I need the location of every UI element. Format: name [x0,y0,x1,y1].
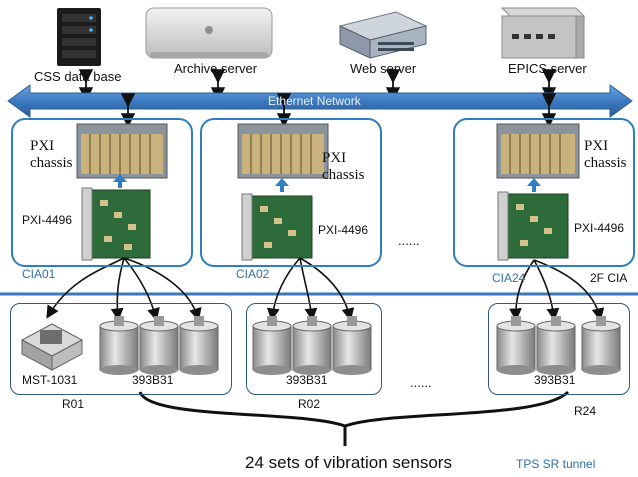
tunnel-label: TPS SR tunnel [516,457,596,471]
css-database-label: CSS data base [34,69,122,84]
cia-box-cia24 [453,118,635,267]
epics-server-icon [500,7,586,59]
cia-box-cia02 [200,118,382,267]
accelerometer-sensors [99,316,621,375]
pxi-card-label-cia24: PXI-4496 [574,221,625,235]
network-cia-links [120,93,557,128]
pxi-card-label-cia02: PXI-4496 [318,223,369,237]
room-box-r24 [488,303,630,395]
room-label-r02: R02 [298,397,321,411]
archive-server-icon [145,7,273,59]
css-database-icon [57,8,101,66]
pxi-chassis-label-cia01: PXI chassis [30,138,73,171]
cia-label-cia24: CIA24 [492,271,526,285]
ethernet-network-bar [7,84,633,118]
cia-label-cia02: CIA02 [236,267,270,281]
pxi-card-label-cia01: PXI-4496 [22,213,73,227]
ethernet-network-label: Ethernet Network [268,94,361,108]
pxi-hardware-cia01 [76,123,168,261]
cia-label-cia01: CIA01 [22,267,56,281]
sensor-group-brace [138,390,570,447]
epics-server-label: EPICS server [508,61,587,76]
pxi-chassis-label-cia02: PXI chassis [322,150,365,183]
sensor-label-r02: 393B31 [286,373,328,387]
room-label-r24: R24 [574,404,597,418]
mst-1031-sensor [20,323,84,371]
web-server-label: Web server [350,61,417,76]
archive-server-label: Archive server [174,61,258,76]
ellipsis-cia: ...... [398,233,420,248]
room-box-r02 [246,303,382,395]
sensor-label-r01: 393B31 [132,373,174,387]
pxi-hardware-cia02 [237,123,329,261]
floor-label: 2F CIA [590,271,628,285]
caption: 24 sets of vibration sensors [245,453,452,472]
room-box-r01 [10,303,232,395]
pxi-hardware-cia24 [496,123,580,261]
cia-box-cia01 [11,118,193,267]
ellipsis-rooms: ...... [410,375,432,390]
room-label-r01: R01 [62,397,85,411]
sensor-label-r24: 393B31 [534,373,576,387]
pxi-chassis-label-cia24: PXI chassis [584,138,627,171]
web-server-icon [338,11,428,59]
sensor-label-mst-1031: MST-1031 [22,373,78,387]
